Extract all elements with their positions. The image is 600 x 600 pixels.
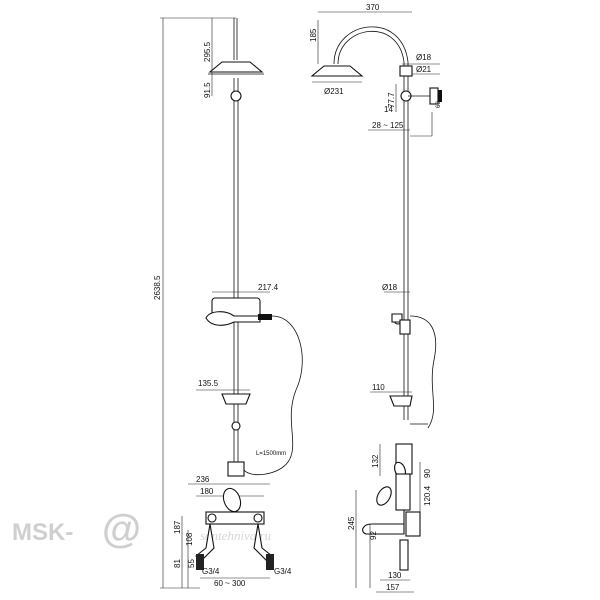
height-77-label: 77.7 [387, 92, 396, 108]
valve-body [227, 461, 245, 477]
connector-mid [231, 421, 241, 431]
right-inlet [266, 554, 274, 570]
soap-dish [221, 393, 251, 405]
front-view: 2638.5 295.5 91.5 217.4 L=1500mm 135.5 [153, 17, 303, 589]
slide-range-label: 28 ~ 125 [372, 121, 404, 130]
head-offset-label: 91.5 [203, 82, 212, 98]
side-soap-dish-label: 110 [372, 383, 385, 392]
hose [243, 315, 303, 476]
mixer-body [205, 511, 265, 525]
connector-top [230, 90, 242, 102]
watermark: MSK- @ santehniva.ru [12, 507, 272, 551]
inlet-left-label: G3/4 [202, 567, 220, 576]
pipe-dia-top-label: Ø18 [416, 53, 432, 62]
small-bracket-label: 60 [436, 101, 442, 108]
arm-height-label: 185 [309, 28, 318, 42]
side-soap-dish [389, 395, 413, 407]
soap-dish-label: 135.5 [198, 379, 219, 388]
side-mixer-lever [376, 486, 392, 506]
height-245-label: 245 [347, 516, 356, 530]
hose-label: L=1500mm [256, 451, 286, 457]
center-distance-label: 60 ~ 300 [214, 579, 246, 588]
offset-14-label: 14 [384, 105, 393, 114]
shower-head [208, 61, 264, 73]
height-55-label: 55 [187, 559, 196, 568]
head-height-label: 295.5 [203, 41, 212, 62]
height-92-label: 92 [369, 531, 378, 540]
mixer-width-label: 236 [196, 475, 210, 484]
side-mixer-body [395, 473, 411, 511]
spout-reach-label: 130 [388, 571, 402, 580]
watermark-site: santehniva.ru [200, 528, 272, 543]
base-block [405, 511, 421, 537]
total-height-label: 2638.5 [153, 275, 162, 300]
side-view: 370 185 Ø231 Ø18 Ø21 60 77.7 14 28 ~ 125 [309, 3, 442, 593]
base-depth-label: 157 [386, 583, 400, 592]
side-hose [409, 315, 437, 429]
holder-label: 217.4 [258, 283, 279, 292]
side-shower-head [310, 65, 364, 77]
spout [362, 510, 405, 535]
height-120-label: 120.4 [423, 485, 432, 506]
watermark-brand: MSK- [12, 519, 73, 546]
head-dia-label: Ø231 [324, 87, 344, 96]
arm-width-label: 370 [366, 3, 380, 12]
height-108-label: 108 [185, 532, 194, 546]
height-187-label: 187 [173, 520, 182, 534]
side-connector [399, 65, 413, 77]
valve-offset-label: 90 [423, 469, 432, 478]
hand-shower-grip [258, 314, 272, 320]
inlet-right-label: G3/4 [274, 567, 292, 576]
valve-height-label: 132 [371, 454, 380, 468]
height-81-label: 81 [173, 559, 182, 568]
mixer-span-label: 180 [200, 487, 214, 496]
curved-arm [333, 26, 409, 65]
mixer-lever [222, 487, 242, 513]
connector-dia-label: Ø21 [416, 65, 432, 74]
left-inlet [196, 554, 204, 570]
watermark-at: @ [102, 507, 141, 551]
side-inlet [399, 539, 409, 571]
rail-dia-label: Ø18 [382, 283, 398, 292]
